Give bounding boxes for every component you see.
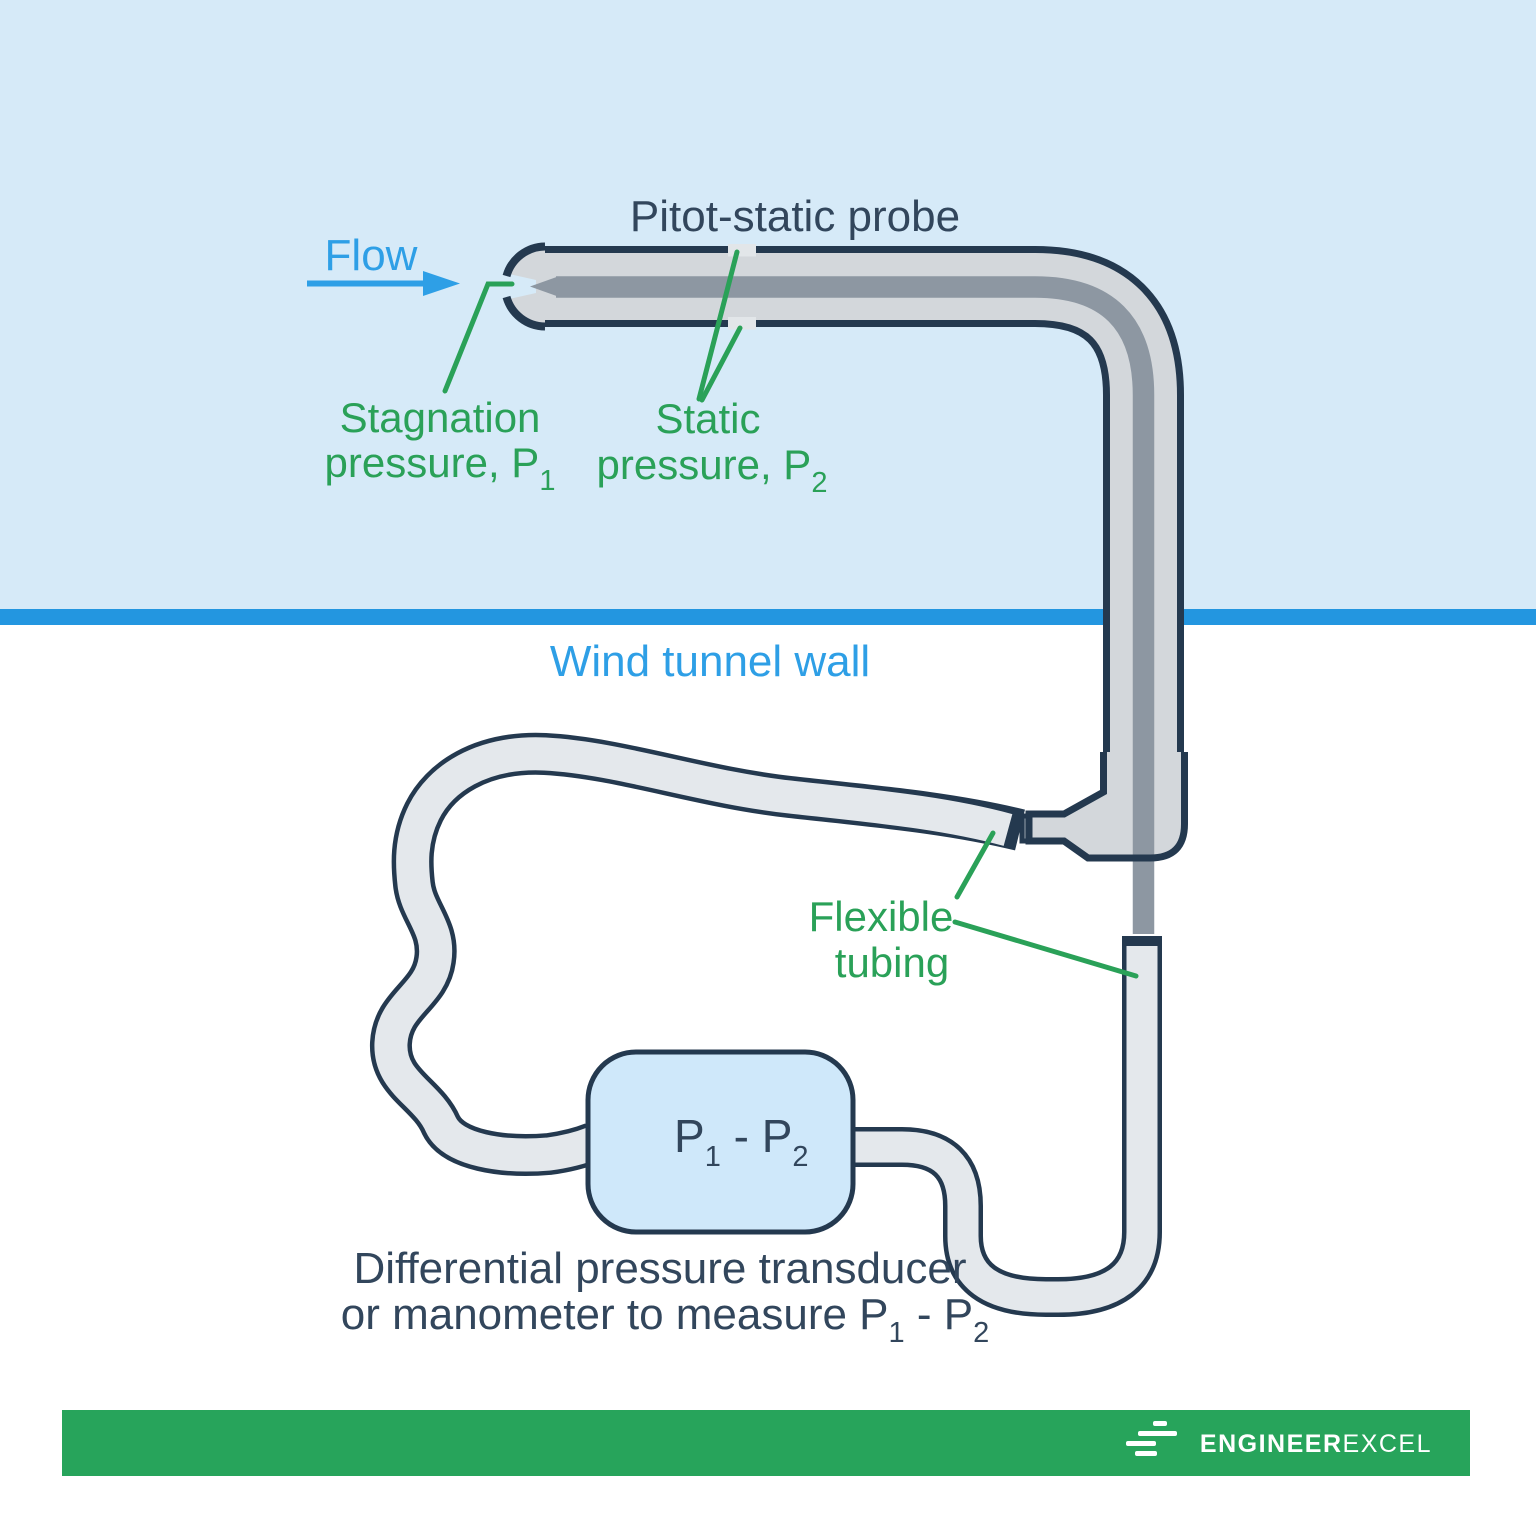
static-leader-top [696, 249, 740, 402]
stagnation-label-line2: pressure, P1 [325, 439, 556, 497]
wall-label: Wind tunnel wall [550, 637, 870, 686]
engineerexcel-wordmark: ENGINEEREXCEL [1200, 1430, 1432, 1458]
flexible-label-line1: Flexible [809, 893, 954, 940]
diagram-title: Pitot-static probe [630, 192, 960, 241]
flexible-tube-left [370, 732, 1025, 1176]
static-port-bottom [728, 317, 756, 330]
wind-tunnel-wall [0, 609, 1536, 625]
static-label-line1: Static [655, 395, 760, 442]
nose-outline-top [502, 242, 546, 278]
flexible-leader-right [952, 919, 1139, 979]
pitot-static-probe [502, 242, 1188, 934]
stagnation-port-throat [530, 276, 558, 297]
static-label-line2: pressure, P2 [597, 441, 828, 499]
footer-background [62, 1410, 1470, 1476]
caption-line2: or manometer to measure P1 - P2 [341, 1290, 990, 1349]
pressure-transducer-box [585, 1049, 856, 1235]
caption-line1: Differential pressure transducer [353, 1244, 966, 1293]
nose-outline-bottom [502, 295, 546, 331]
flexible-label-line2: tubing [835, 939, 949, 986]
engineerexcel-logo-icon [1126, 1421, 1177, 1456]
stagnation-label-line1: Stagnation [340, 394, 541, 441]
probe-inner-tube [556, 276, 1155, 934]
static-leader-bottom [699, 325, 743, 403]
flexible-leader-left [954, 830, 996, 900]
stagnation-leader [442, 281, 515, 394]
stagnation-port-opening [504, 273, 536, 300]
footer-band: ENGINEEREXCEL [62, 1410, 1470, 1476]
transducer-value: P1 - P2 [674, 1110, 809, 1173]
probe-funnel-outline [1025, 752, 1188, 862]
flexible-tube-right [851, 936, 1162, 1317]
static-port-top [728, 244, 756, 257]
flow-arrow [307, 271, 460, 296]
flow-label: Flow [325, 231, 418, 280]
leader-lines [442, 249, 1139, 979]
